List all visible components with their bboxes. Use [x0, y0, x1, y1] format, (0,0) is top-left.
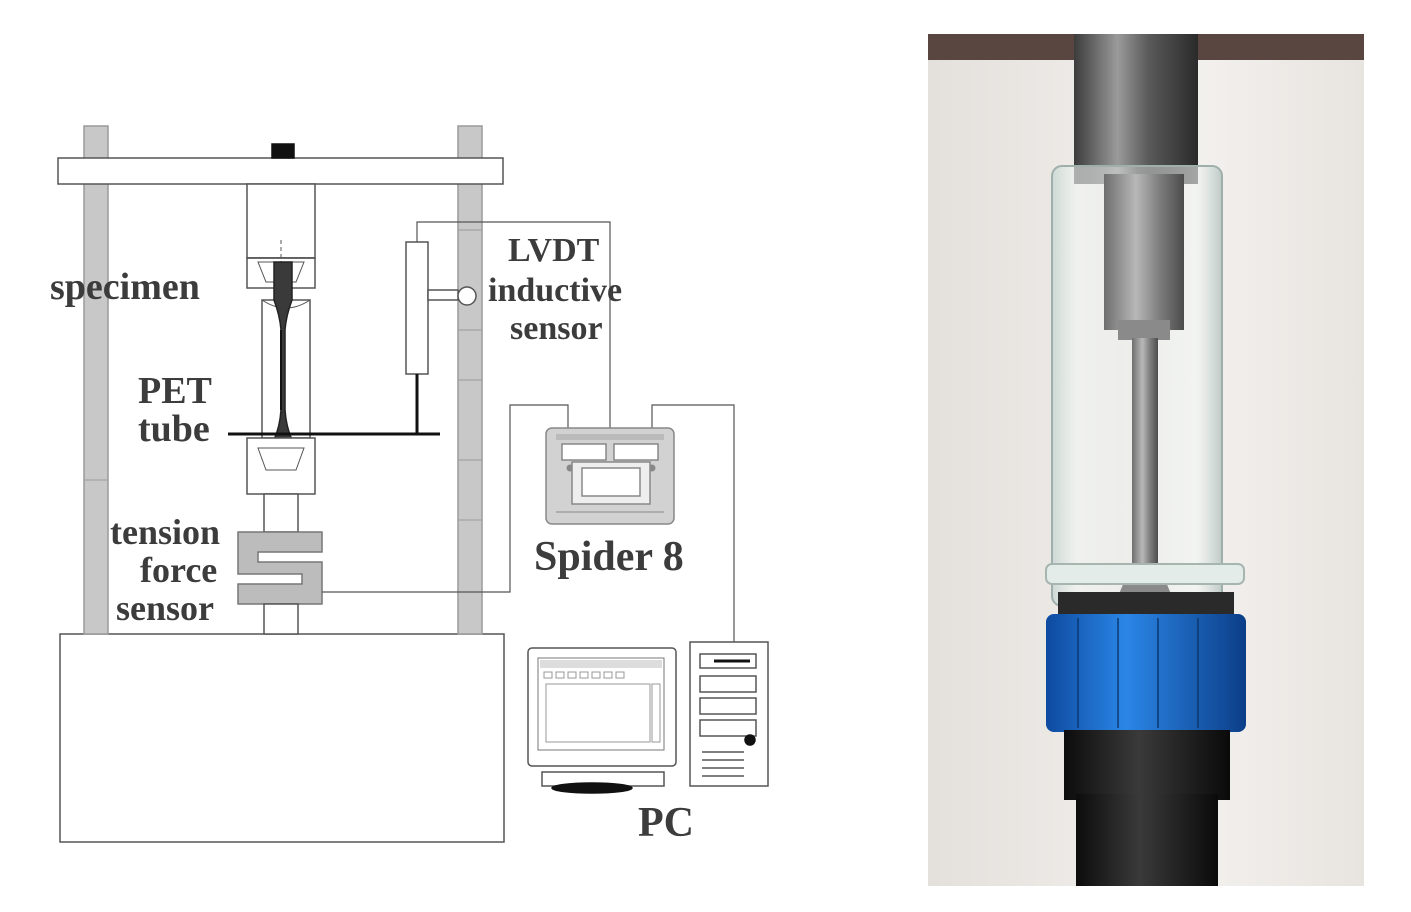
specimen-photo: [928, 34, 1364, 886]
wire-force: [322, 404, 569, 593]
label-inductive: inductive: [488, 272, 623, 309]
crossbeam: [57, 157, 504, 185]
lower-grip: [246, 437, 316, 495]
left-column: [83, 125, 109, 635]
label-force-sensor: sensor: [116, 588, 214, 628]
lvdt-sensor: [405, 241, 429, 375]
spider8-device-icon: [545, 427, 675, 525]
label-lvdt-sensor: sensor: [510, 310, 603, 347]
label-pet: PET: [138, 370, 212, 412]
crossbeam-knob: [271, 143, 295, 159]
schematic-diagram: [57, 125, 769, 843]
label-specimen: specimen: [50, 266, 200, 308]
label-spider8: Spider 8: [534, 534, 684, 580]
wire-lvdt: [416, 221, 611, 430]
label-lvdt: LVDT: [508, 232, 600, 269]
pc-monitor-icon: [527, 647, 677, 794]
wire-pc: [651, 404, 735, 642]
label-tension: tension: [110, 512, 221, 552]
pc-tower-icon: [689, 641, 769, 787]
upper-grip: [246, 183, 316, 259]
tension-force-sensor: [237, 531, 323, 605]
label-force: force: [140, 550, 218, 590]
label-tube: tube: [138, 408, 210, 450]
label-pc: PC: [638, 800, 694, 846]
machine-base: [59, 633, 505, 843]
